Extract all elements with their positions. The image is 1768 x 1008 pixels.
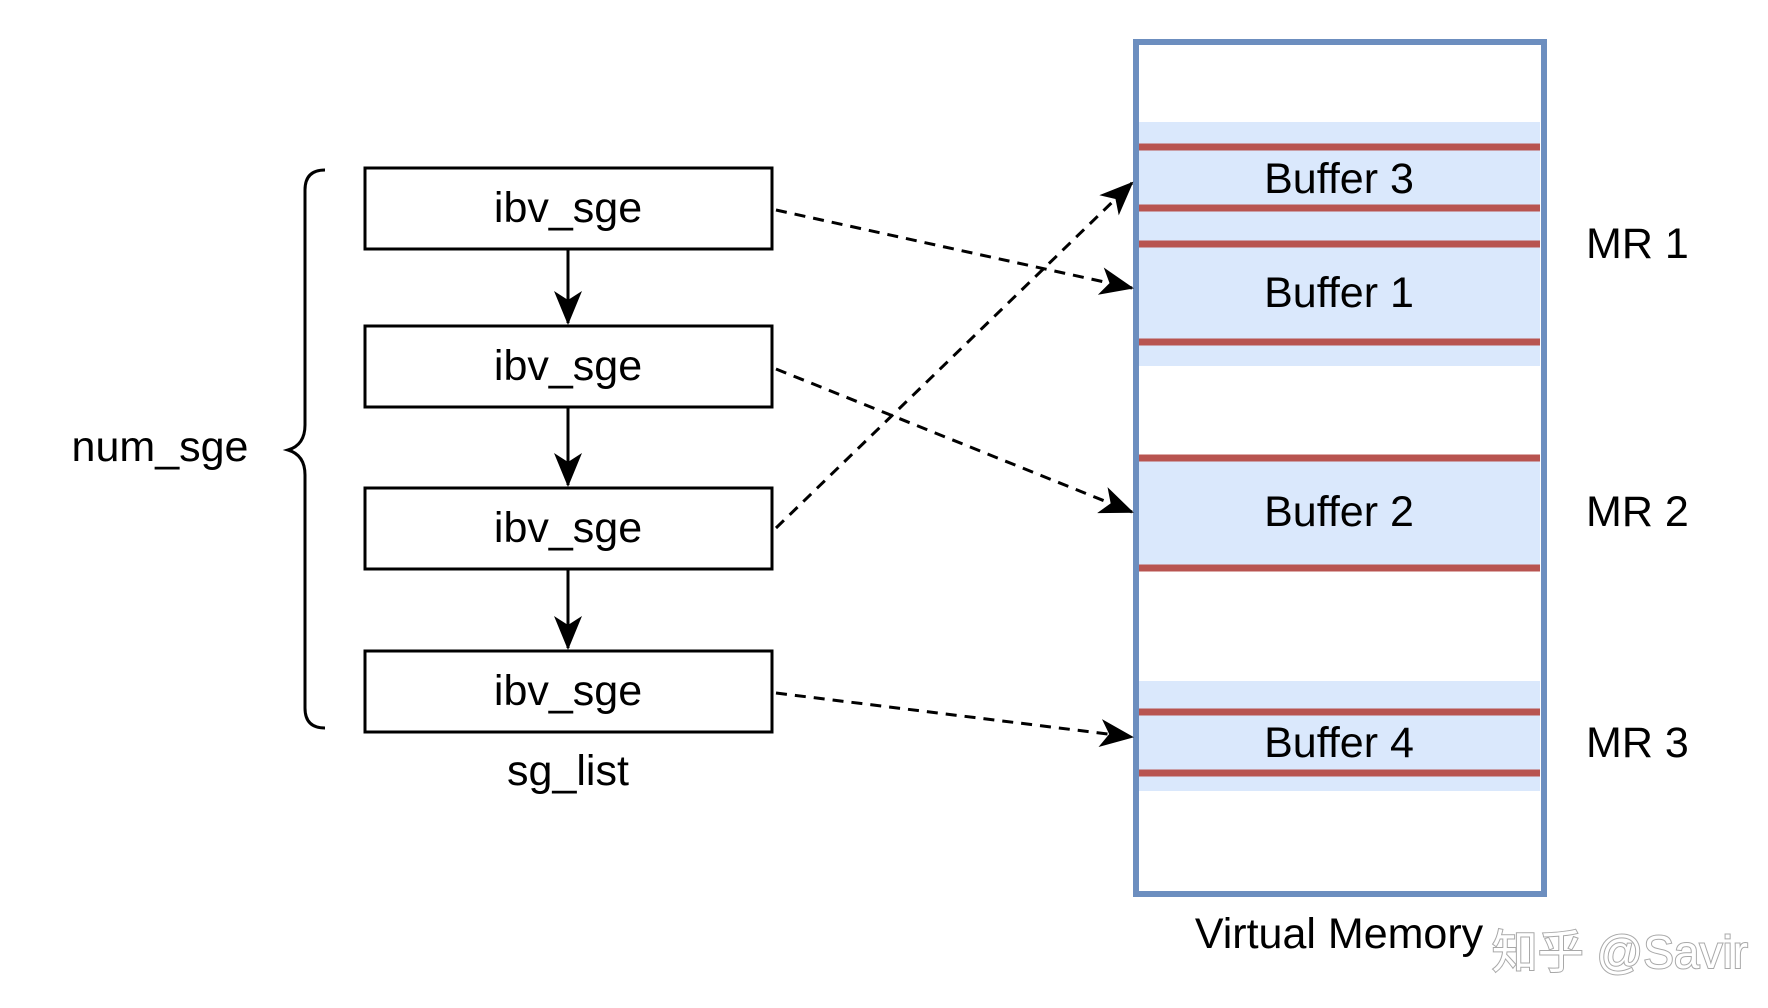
num-sge-brace bbox=[282, 168, 326, 730]
sg-list-caption: sg_list bbox=[507, 747, 629, 795]
sge-box-4 bbox=[363, 649, 774, 734]
virtual-memory-caption: Virtual Memory bbox=[1195, 910, 1484, 958]
sge-box-3 bbox=[363, 486, 774, 571]
sge-box-2 bbox=[363, 324, 774, 409]
buffer-2-label: Buffer 2 bbox=[1264, 488, 1414, 536]
num-sge-label: num_sge bbox=[72, 423, 249, 471]
sge-label-2: ibv_sge bbox=[494, 342, 642, 390]
zhihu-watermark: 知乎 @Savir bbox=[1492, 926, 1748, 978]
sge-box-1 bbox=[363, 166, 774, 251]
pointer-sge4-to-buffer4 bbox=[775, 691, 1134, 747]
sge-label-4: ibv_sge bbox=[494, 667, 642, 715]
buffer-boundaries bbox=[1138, 143, 1540, 777]
virtual-memory-box bbox=[1133, 39, 1547, 897]
mr-2-label: MR 2 bbox=[1586, 488, 1689, 536]
mr-3-label: MR 3 bbox=[1586, 719, 1689, 767]
buffer-4-label: Buffer 4 bbox=[1264, 719, 1414, 767]
buffer-3-label: Buffer 3 bbox=[1264, 155, 1414, 203]
sge-pointer-arrows bbox=[774, 181, 1134, 747]
pointer-sge1-to-buffer1 bbox=[775, 208, 1134, 295]
mr-1-label: MR 1 bbox=[1586, 220, 1689, 268]
virtual-memory: Buffer 3 Buffer 1 Buffer 2 Buffer 4 bbox=[1133, 39, 1547, 897]
mr-2-region bbox=[1138, 458, 1540, 568]
sge-label-1: ibv_sge bbox=[494, 184, 642, 232]
buffer-1-label: Buffer 1 bbox=[1264, 269, 1414, 317]
pointer-sge2-to-buffer2 bbox=[775, 367, 1134, 514]
sge-label-3: ibv_sge bbox=[494, 504, 642, 552]
pointer-sge3-to-buffer3 bbox=[774, 181, 1134, 530]
sg-list: ibv_sge ibv_sge ibv_sge ibv_sge bbox=[363, 166, 774, 734]
